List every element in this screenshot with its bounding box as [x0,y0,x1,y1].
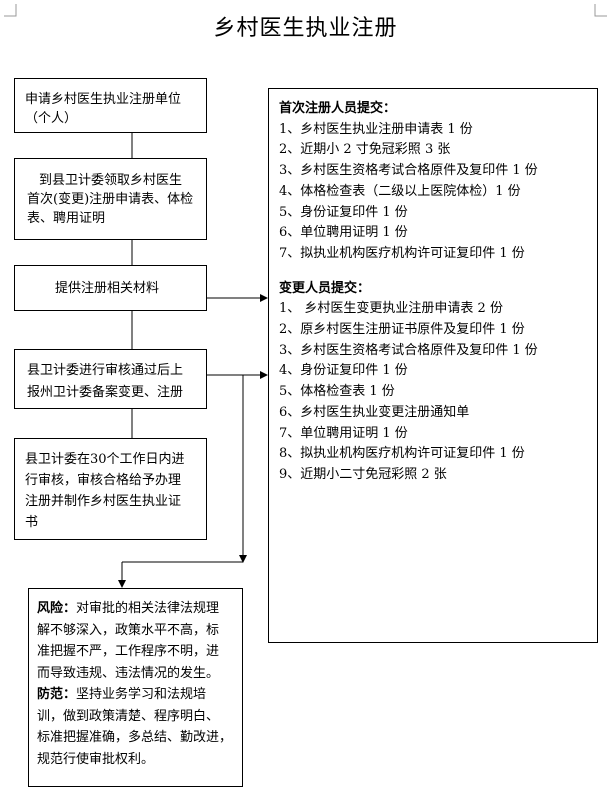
risk-label: 风险： [37,601,77,616]
step-review-box: 县卫计委进行审核通过后上 报州卫计委备案变更、注册 [14,349,207,409]
step-get-forms-line-3: 表、聘用证明 [27,211,106,226]
risk-line: 对审批的相关法律法规理 [76,601,220,616]
step-get-forms-line-2: 首次(变更)注册申请表、体检 [27,192,194,207]
step-approve-line-4: 书 [25,515,39,530]
first-item: 7、拟执业机构医疗机构许可证复印件 1 份 [279,245,525,261]
risk-line: 解不够深入，政策水平不高，标 [37,622,220,638]
change-registration-heading: 变更人员提交： [279,280,371,296]
change-item: 7、单位聘用证明 1 份 [279,425,408,441]
step-approve-line-3: 注册并制作乡村医生执业证 [25,494,182,509]
step-submit-materials-line-1: 提供注册相关材料 [55,281,160,296]
step-review-line-1: 县卫计委进行审核通过后上 [27,363,184,378]
step-submit-materials-box: 提供注册相关材料 [14,265,207,311]
risk-line: 准把握不严，工作程序不明，进 [37,644,220,659]
section-gap [279,265,591,279]
first-item: 1、乡村医生执业注册申请表 1 份 [279,121,473,137]
change-item: 6、乡村医生执业变更注册通知单 [279,404,470,420]
top-left-corner-mark [4,4,17,17]
first-item: 3、乡村医生资格考试合格原件及复印件 1 份 [279,163,538,179]
step-approve-box: 县卫计委在30个工作日内进 行审核，审核合格给予办理 注册并制作乡村医生执业证 … [14,438,207,540]
prevent-line: 坚持业务学习和法规培 [76,687,207,702]
prevent-line: 规范行使审批权利。 [37,751,155,767]
step-approve-line-2: 行审核，审核合格给予办理 [25,473,182,488]
first-item: 4、体格检查表（二级以上医院体检）1 份 [279,183,521,199]
step-review-line-2: 报州卫计委备案变更、注册 [27,385,184,400]
step-apply-line-2: （个人） [25,111,78,126]
prevent-line: 标准把握准确，多总结、勤改进， [37,730,233,745]
page-title: 乡村医生执业注册 [213,16,398,41]
step-approve-line-1: 县卫计委在30个工作日内进 [25,452,185,467]
change-item: 8、拟执业机构医疗机构许可证复印件 1 份 [279,446,525,462]
step-get-forms-line-1: 到县卫计委领取乡村医生 [39,173,183,188]
change-item: 9、近期小二寸免冠彩照 2 张 [279,466,447,482]
first-item: 6、单位聘用证明 1 份 [279,225,408,241]
step-get-forms-box: 到县卫计委领取乡村医生 首次(变更)注册申请表、体检 表、聘用证明 [14,158,207,240]
step-apply-line-1: 申请乡村医生执业注册单位 [25,92,182,107]
prevent-line: 训，做到政策清楚、程序明白、 [37,708,220,724]
risk-prevention-box: 风险：对审批的相关法律法规理 解不够深入，政策水平不高，标 准把握不严，工作程序… [28,588,243,787]
step-apply-box: 申请乡村医生执业注册单位 （个人） [14,78,207,133]
materials-list-box: 首次注册人员提交： 1、乡村医生执业注册申请表 1 份 2、近期小 2 寸免冠彩… [268,88,598,643]
risk-line: 而导致违规、违法情况的发生。 [37,665,220,681]
change-item: 4、身份证复印件 1 份 [279,363,408,379]
first-item: 5、身份证复印件 1 份 [279,204,408,220]
change-item: 3、乡村医生资格考试合格原件及复印件 1 份 [279,342,538,358]
change-item: 2、原乡村医生注册证书原件及复印件 1 份 [279,322,525,338]
prevent-label: 防范： [37,687,77,702]
change-item: 1、 乡村医生变更执业注册申请表 2 份 [279,301,503,317]
first-item: 2、近期小 2 寸免冠彩照 3 张 [279,142,451,158]
top-right-corner-mark [594,4,607,17]
first-registration-heading: 首次注册人员提交： [279,101,397,116]
change-item: 5、体格检查表 1 份 [279,384,395,400]
